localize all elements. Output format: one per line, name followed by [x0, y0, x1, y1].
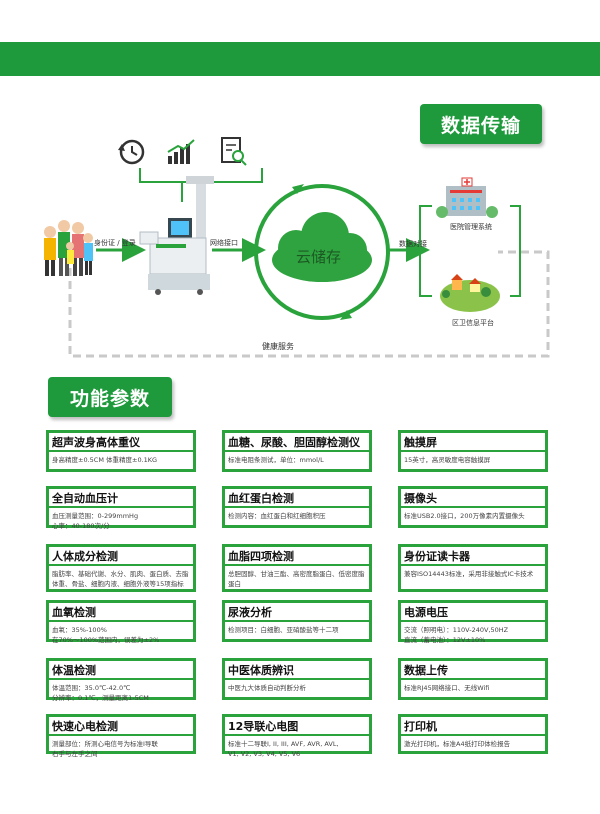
feature-description-line: 血压测量范围：0-299mmHg: [52, 512, 139, 520]
feature-card: 血糖、尿酸、胆固醇检测仪标准电阻条测试，单位：mmol/L: [222, 430, 372, 472]
feature-title: 全自动血压计: [49, 489, 193, 508]
hospital-system-label: 医院管理系统: [450, 223, 492, 231]
feature-card: 超声波身高体重仪身高精度±0.5CM 体重精度±0.1KG: [46, 430, 196, 472]
feature-title: 触摸屏: [401, 433, 545, 452]
feature-card: 摄像头标准USB2.0接口，200万像素内置摄像头: [398, 486, 548, 528]
feature-card: 中医体质辨识中医九大体质自动判断分析: [222, 658, 372, 700]
feature-title: 电源电压: [401, 603, 545, 622]
feature-card: 尿液分析检测项目：白细胞、亚硝酸盐等十二项: [222, 600, 372, 642]
feature-description: 总胆固醇、甘油三酯、高密度脂蛋白、低密度脂蛋白: [225, 566, 369, 591]
cloud-storage-label: 云储存: [296, 248, 342, 266]
feature-card: 触摸屏 15英寸，高灵敏度电容触摸屏: [398, 430, 548, 472]
feature-description-line: 标准电阻条测试，单位：mmol/L: [228, 456, 324, 464]
feature-description: 标准RJ45网络接口、无线Wifi: [401, 680, 545, 695]
feature-description: 检测内容：血红蛋白和红细胞积压: [225, 508, 369, 523]
feature-description-line: 检测项目：白细胞、亚硝酸盐等十二项: [228, 626, 339, 634]
feature-card: 打印机激光打印机，标准A4纸打印体检报告: [398, 714, 548, 754]
feature-title: 12导联心电图: [225, 717, 369, 736]
feature-description: 测量部位：所测心电信号为标准I导联右手与左手之间: [49, 736, 193, 761]
feature-title: 打印机: [401, 717, 545, 736]
feature-title: 血红蛋白检测: [225, 489, 369, 508]
feature-description-line: 激光打印机，标准A4纸打印体检报告: [404, 740, 511, 748]
feature-description-line: 分辨率：0.1℃，测量距离1-5CM: [52, 694, 149, 702]
report-icon: [221, 137, 247, 166]
feature-description-line: 右手与左手之间: [52, 750, 98, 758]
community-platform-label: 区卫信息平台: [452, 319, 494, 327]
feature-card: 快速心电检测测量部位：所测心电信号为标准I导联右手与左手之间: [46, 714, 196, 758]
feature-card: 血脂四项检测总胆固醇、甘油三酯、高密度脂蛋白、低密度脂蛋白: [222, 544, 372, 592]
chart-icon: [167, 139, 195, 164]
feature-description: 脂肪率、基础代谢、水分、肌肉、蛋白质、去脂体重、骨盐、细胞内液、细胞外液等15项…: [49, 566, 193, 591]
feature-description-line: 在70%～100%范围内，误差为±2%: [52, 636, 160, 644]
feature-description: 血压测量范围：0-299mmHg 心率：40-180次/分: [49, 508, 193, 533]
feature-description: 标准电阻条测试，单位：mmol/L: [225, 452, 369, 467]
feature-title: 人体成分检测: [49, 547, 193, 566]
feature-description: 中医九大体质自动判断分析: [225, 680, 369, 695]
feature-description-line: 中医九大体质自动判断分析: [228, 684, 306, 692]
feature-description-line: V1, V2, V3, V4, V5, V6: [228, 750, 301, 758]
label-id-login: 身份证 / 登录: [94, 239, 136, 247]
family-illustration: [44, 220, 93, 276]
feature-description-line: 标准RJ45网络接口、无线Wifi: [404, 684, 490, 692]
feature-card: 人体成分检测脂肪率、基础代谢、水分、肌肉、蛋白质、去脂体重、骨盐、细胞内液、细胞…: [46, 544, 196, 592]
feature-description: 交流（照明电）：110V-240V,50HZ 直流（蓄电池）：12V±10%: [401, 622, 545, 647]
return-loop-line: [68, 250, 550, 358]
feature-title: 中医体质辨识: [225, 661, 369, 680]
label-network-port: 网络接口: [210, 239, 238, 247]
feature-title: 血糖、尿酸、胆固醇检测仪: [225, 433, 369, 452]
feature-description: 标准USB2.0接口，200万像素内置摄像头: [401, 508, 545, 523]
feature-title: 快速心电检测: [49, 717, 193, 736]
feature-description-line: 检测内容：血红蛋白和红细胞积压: [228, 512, 326, 520]
feature-description-line: 血氧：35%-100%: [52, 626, 107, 634]
feature-description-line: 测量部位：所测心电信号为标准I导联: [52, 740, 158, 748]
feature-title: 摄像头: [401, 489, 545, 508]
feature-card: 血氧检测血氧：35%-100% 在70%～100%范围内，误差为±2%: [46, 600, 196, 644]
feature-description-line: 兼容ISO14443标准，采用非接触式IC卡技术: [404, 570, 534, 578]
feature-title: 数据上传: [401, 661, 545, 680]
feature-card: 电源电压交流（照明电）：110V-240V,50HZ 直流（蓄电池）：12V±10…: [398, 600, 548, 644]
cloud-icon: [272, 212, 372, 282]
feature-description-line: 心率：40-180次/分: [52, 522, 110, 530]
health-service-label: 健康服务: [262, 342, 294, 351]
feature-description-line: 直流（蓄电池）：12V±10%: [404, 636, 486, 644]
feature-description: 体温范围：35.0℃-42.0℃ 分辨率：0.1℃，测量距离1-5CM: [49, 680, 193, 705]
feature-card: 12导联心电图标准十二导联I, II, III, AVF, AVR, AVL, V…: [222, 714, 372, 758]
label-data-docking: 数据对接: [399, 240, 427, 248]
community-illustration: [440, 274, 500, 312]
feature-description-line: 总胆固醇、甘油三酯、高密度脂蛋白、低密度脂蛋白: [228, 570, 365, 588]
feature-card: 数据上传标准RJ45网络接口、无线Wifi: [398, 658, 548, 700]
feature-title: 尿液分析: [225, 603, 369, 622]
feature-card: 全自动血压计血压测量范围：0-299mmHg 心率：40-180次/分: [46, 486, 196, 530]
header-bar: [0, 42, 600, 76]
history-icon: [118, 139, 145, 165]
section-title-function-params: 功能参数: [48, 377, 172, 417]
feature-description-line: 身高精度±0.5CM 体重精度±0.1KG: [52, 456, 158, 464]
feature-description: 15英寸，高灵敏度电容触摸屏: [401, 452, 545, 467]
feature-description: 检测项目：白细胞、亚硝酸盐等十二项: [225, 622, 369, 637]
feature-description-line: 交流（照明电）：110V-240V,50HZ: [404, 626, 509, 634]
feature-description: 兼容ISO14443标准，采用非接触式IC卡技术: [401, 566, 545, 581]
feature-description-line: 标准十二导联I, II, III, AVF, AVR, AVL,: [228, 740, 339, 748]
feature-description-line: 标准USB2.0接口，200万像素内置摄像头: [404, 512, 525, 520]
feature-card: 身份证读卡器兼容ISO14443标准，采用非接触式IC卡技术: [398, 544, 548, 592]
cloud-circle: [254, 184, 390, 320]
feature-description-line: 15英寸，高灵敏度电容触摸屏: [404, 456, 491, 464]
feature-title: 血氧检测: [49, 603, 193, 622]
feature-card: 体温检测体温范围：35.0℃-42.0℃ 分辨率：0.1℃，测量距离1-5CM: [46, 658, 196, 702]
feature-description: 标准十二导联I, II, III, AVF, AVR, AVL, V1, V2, …: [225, 736, 369, 761]
feature-description-line: 体温范围：35.0℃-42.0℃: [52, 684, 131, 692]
feature-title: 血脂四项检测: [225, 547, 369, 566]
feature-description: 血氧：35%-100% 在70%～100%范围内，误差为±2%: [49, 622, 193, 647]
feature-description: 身高精度±0.5CM 体重精度±0.1KG: [49, 452, 193, 467]
feature-card: 血红蛋白检测检测内容：血红蛋白和红细胞积压: [222, 486, 372, 528]
hospital-illustration: [436, 177, 498, 218]
feature-description-line: 脂肪率、基础代谢、水分、肌肉、蛋白质、去脂体重、骨盐、细胞内液、细胞外液等15项…: [52, 570, 189, 588]
feature-title: 超声波身高体重仪: [49, 433, 193, 452]
kiosk-machine-illustration: [139, 176, 214, 295]
feature-description: 激光打印机，标准A4纸打印体检报告: [401, 736, 545, 751]
feature-title: 身份证读卡器: [401, 547, 545, 566]
section-title-data-transfer: 数据传输: [420, 104, 542, 144]
data-transfer-diagram: [44, 137, 550, 358]
feature-title: 体温检测: [49, 661, 193, 680]
